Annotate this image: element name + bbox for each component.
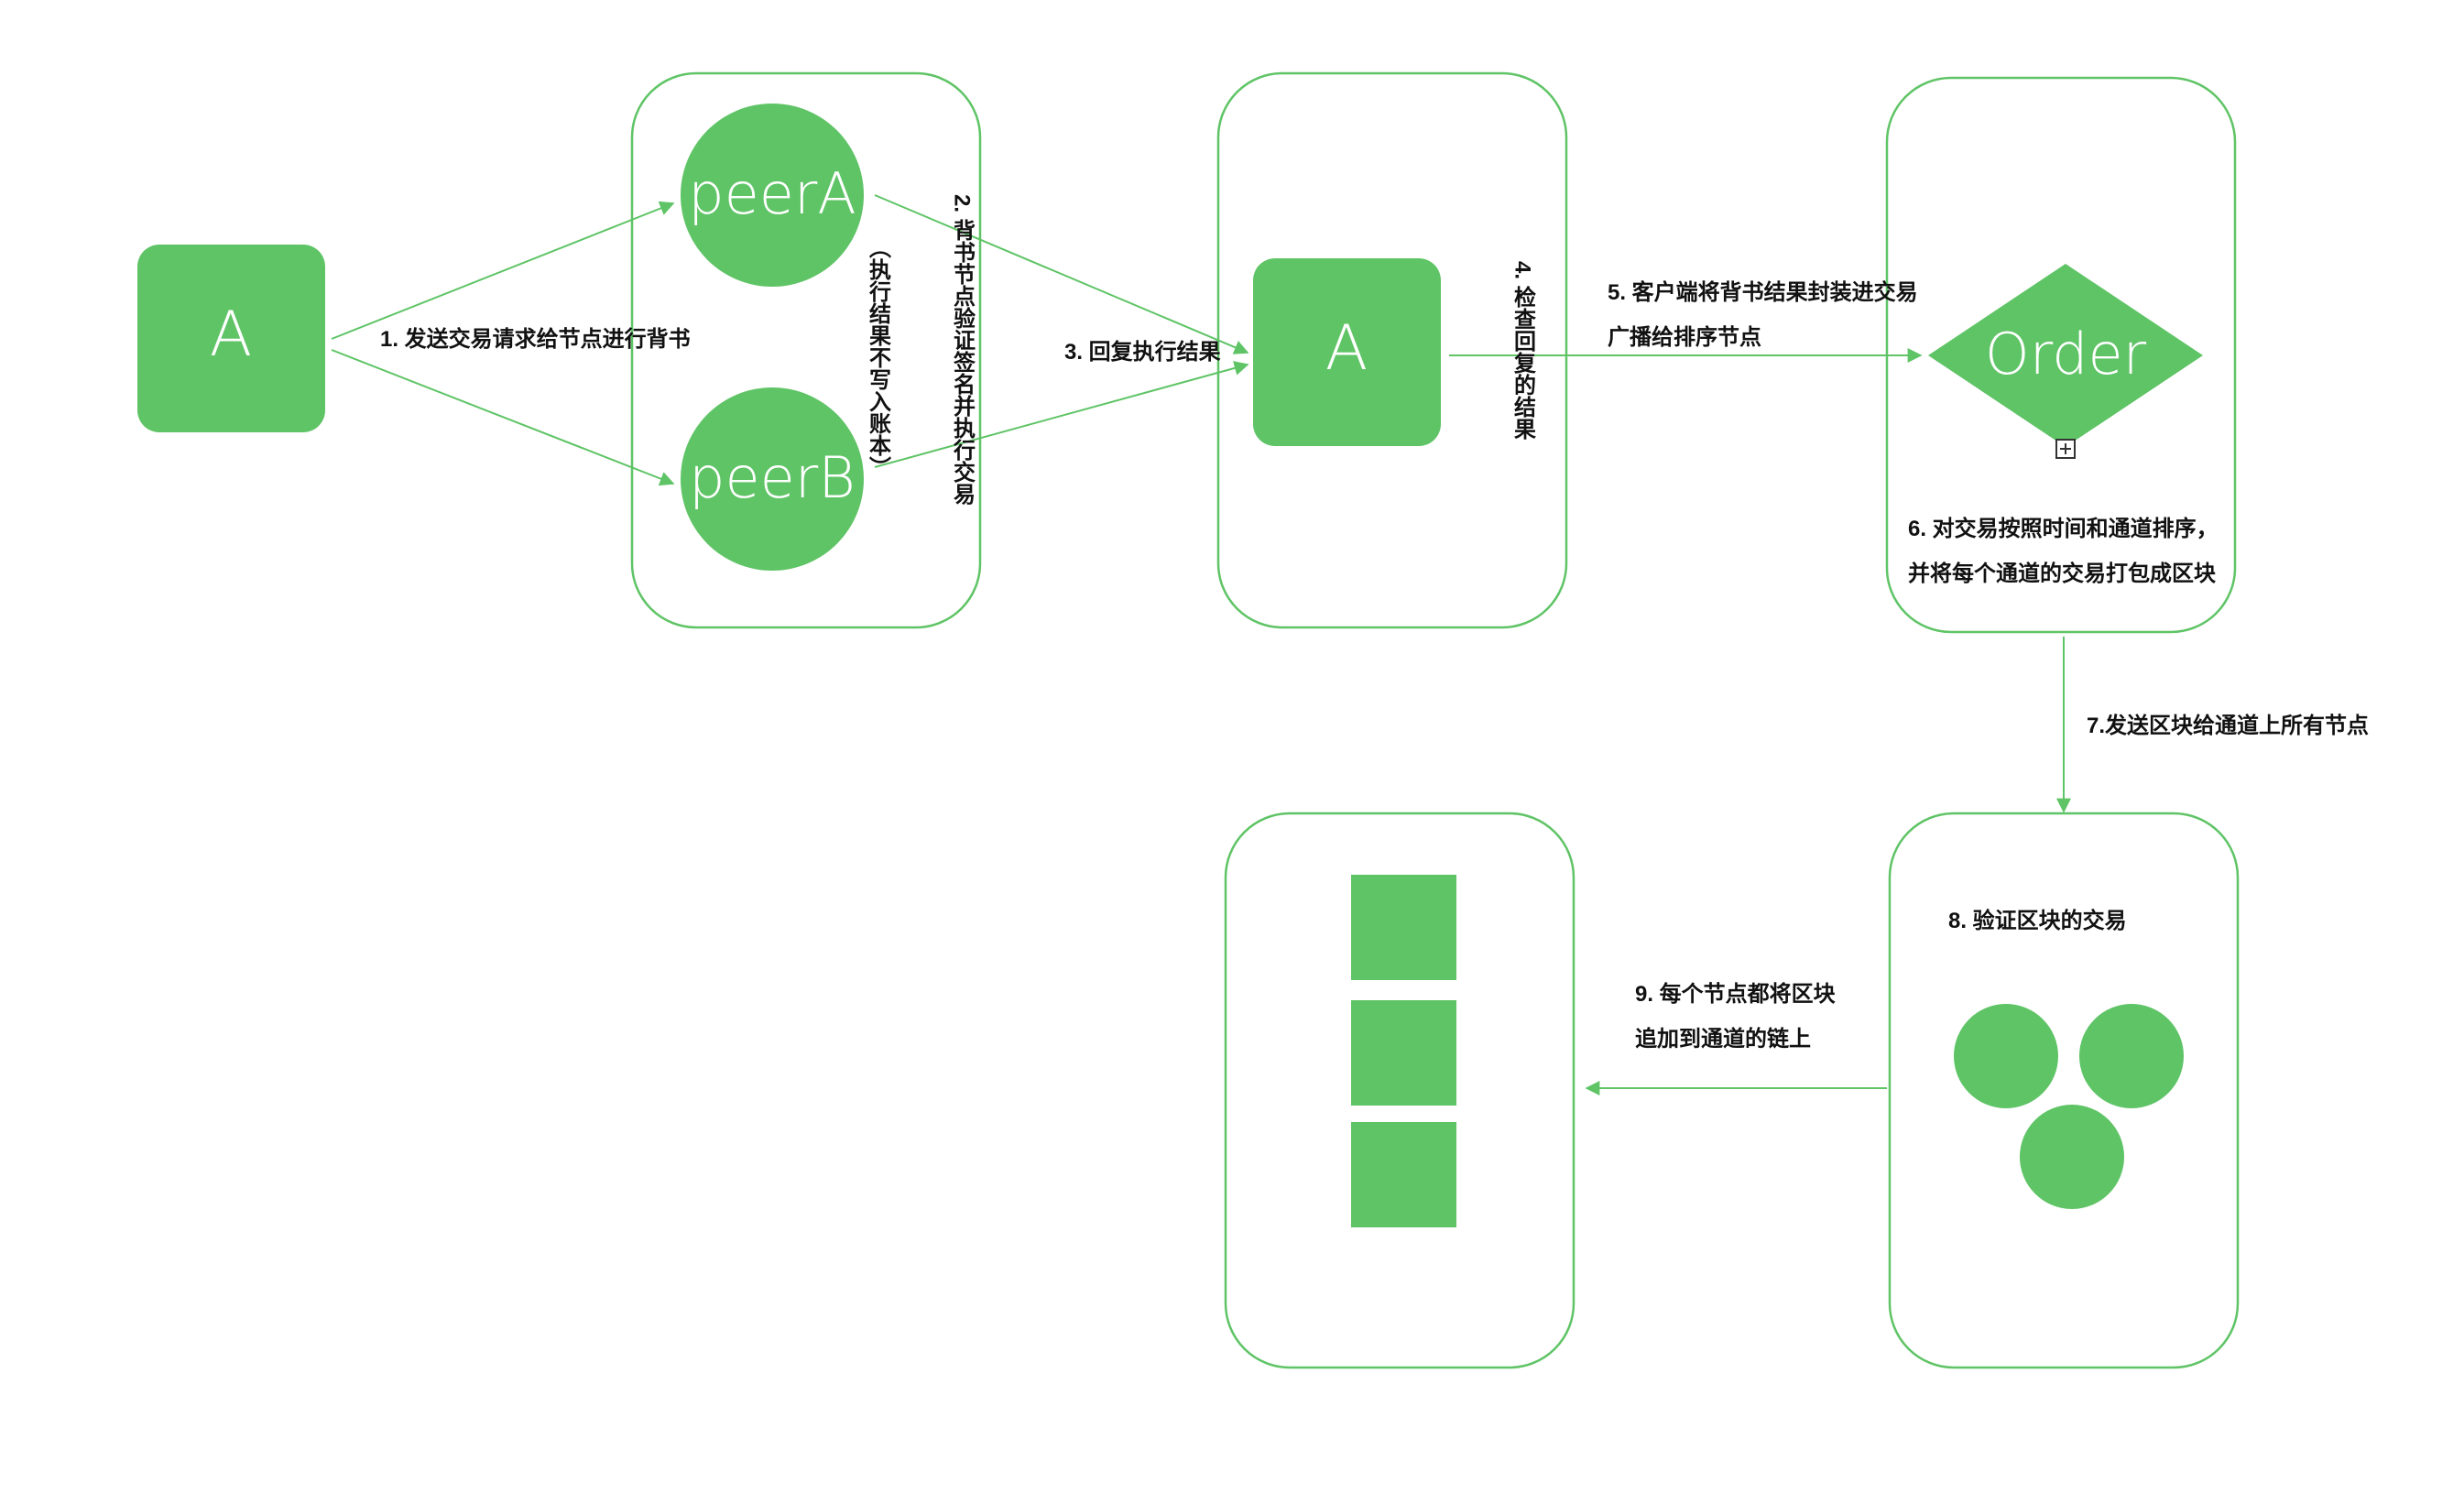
arrow-step3-a — [874, 194, 1249, 354]
step6-label-line1: 6. 对交易按照时间和通道排序， — [1908, 516, 2219, 541]
step6-label-line2: 并将每个通道的交易打包成区块 — [1908, 561, 2216, 586]
step5-label-line2: 广播给排序节点 — [1608, 324, 1761, 350]
ledger-block — [1351, 1122, 1456, 1227]
client-a2-box — [1253, 258, 1441, 446]
peer-a-label: peerA — [688, 160, 856, 227]
step2-label: 2. 背书节点验证签名并执行交易 — [950, 194, 976, 506]
client-a-box — [137, 245, 325, 432]
client-a-label: A — [210, 299, 253, 371]
order-label: Order — [1985, 321, 2147, 387]
step3-label: 3. 回复执行结果 — [1064, 339, 1221, 365]
plus-box-icon[interactable] — [2055, 439, 2076, 459]
step5-label-line1: 5. 客户端将背书结果封装进交易 — [1608, 279, 1918, 305]
step7-label: 7.发送区块给通道上所有节点 — [2087, 713, 2369, 738]
peers-container — [630, 71, 982, 629]
ledger-container — [1224, 812, 1575, 1369]
peer-b-label: peerB — [689, 444, 856, 511]
ledger-block — [1351, 875, 1456, 980]
client-container — [1216, 71, 1568, 629]
peer-b-node — [681, 387, 864, 571]
validate-node — [1954, 1004, 2058, 1108]
arrow-step3-b — [874, 361, 1249, 468]
validate-container — [1888, 812, 2240, 1369]
validate-node — [2079, 1004, 2184, 1108]
arrow-step1-a — [331, 201, 675, 340]
step9-label-line2: 追加到通道的链上 — [1635, 1026, 1811, 1052]
ledger-block — [1351, 1000, 1456, 1106]
step9-label-line1: 9. 每个节点都将区块 — [1635, 981, 1836, 1007]
client-a2-label: A — [1325, 312, 1368, 385]
order-node — [1928, 264, 2203, 447]
arrow-step1-b — [331, 349, 675, 486]
step8-label: 8. 验证区块的交易 — [1948, 908, 2127, 933]
step4-label: 4. 检查回复的结果 — [1510, 261, 1537, 440]
peer-a-node — [681, 104, 864, 287]
step2-note-label: （执行结果不写入账本） — [866, 236, 892, 478]
step1-label: 1. 发送交易请求给节点进行背书 — [380, 326, 691, 352]
validate-node — [2020, 1105, 2124, 1209]
